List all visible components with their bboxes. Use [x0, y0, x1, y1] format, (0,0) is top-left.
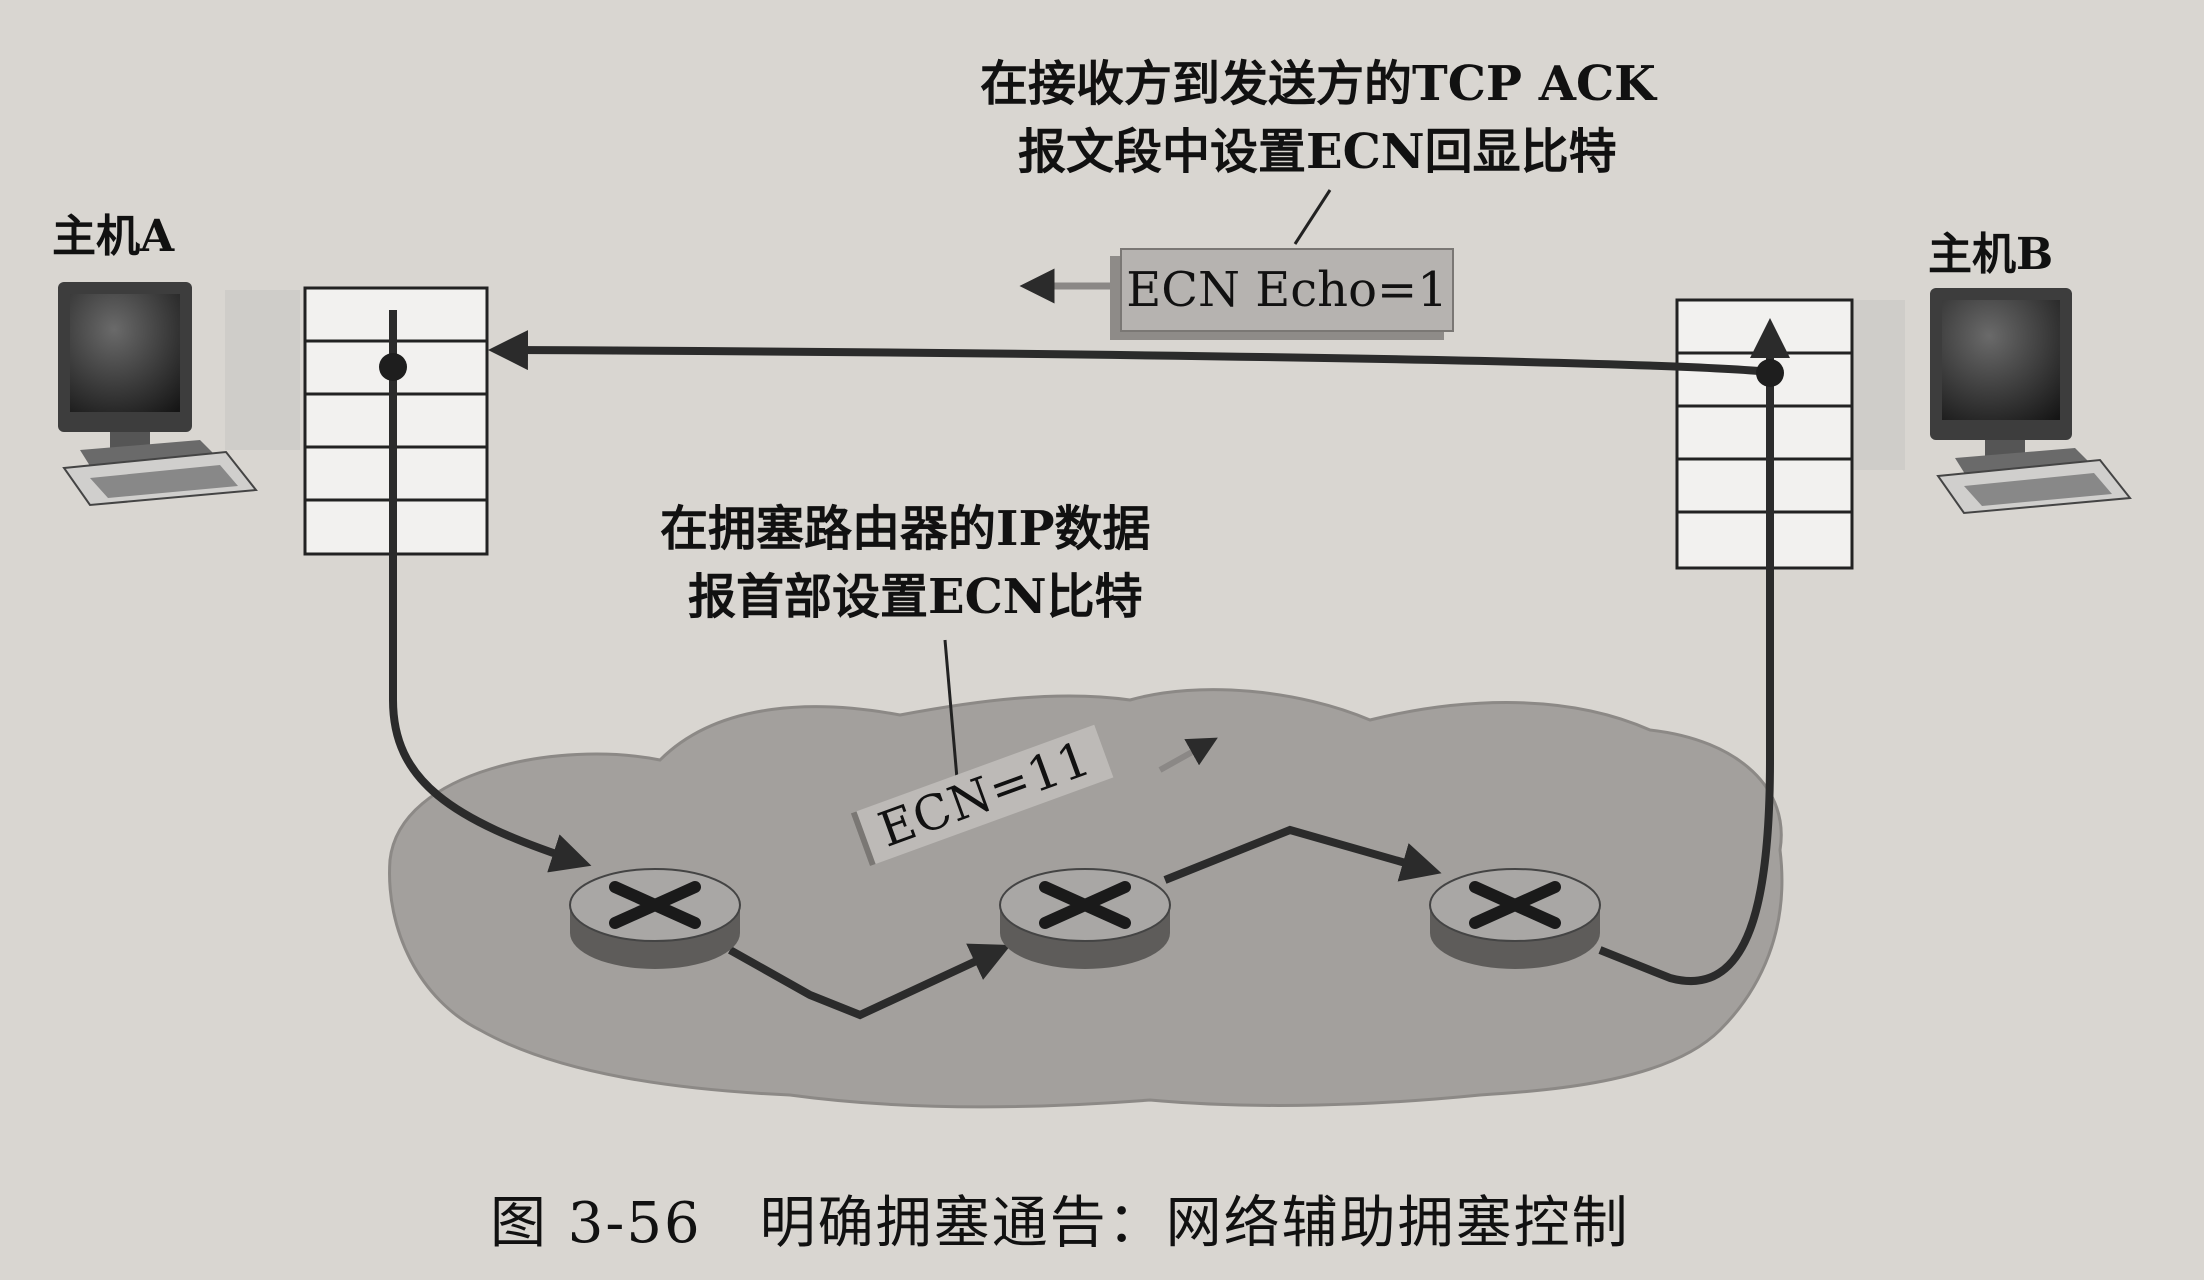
data-path-router3-to-host-b — [1598, 318, 1790, 985]
host-b-protocol-stack — [1675, 298, 1854, 570]
ack-note-leader — [1293, 189, 1332, 245]
router-mark-note: 在拥塞路由器的IP数据 报首部设置ECN比特 — [660, 495, 1220, 631]
ack-echo-note: 在接收方到发送方的TCP ACK 报文段中设置ECN回显比特 — [980, 50, 1710, 186]
host-a-computer-icon — [58, 282, 300, 507]
host-a-junction-dot — [379, 353, 407, 381]
router-mark-note-line2: 报首部设置ECN比特 — [688, 569, 1143, 625]
router-note-leader — [943, 639, 960, 791]
ecn-tag-arrow — [1158, 737, 1218, 773]
data-path-router2-to-router3 — [1163, 825, 1442, 884]
router-1-icon — [569, 868, 741, 969]
host-b-label: 主机B — [1928, 229, 2054, 280]
host-a-label: 主机A — [52, 211, 175, 262]
router-mark-note-line1: 在拥塞路由器的IP数据 — [660, 501, 1151, 557]
data-path-router1-to-router2 — [728, 943, 1011, 1020]
data-path-a-to-router1 — [389, 310, 592, 873]
router-3-icon — [1429, 868, 1601, 969]
figure-caption: 图 3-56 明确拥塞通告：网络辅助拥塞控制 — [490, 1191, 1630, 1256]
ack-echo-note-line1: 在接收方到发送方的TCP ACK — [980, 56, 1656, 112]
ack-echo-note-line2: 报文段中设置ECN回显比特 — [1018, 124, 1617, 180]
router-2-icon — [999, 868, 1171, 969]
ecn-echo-tag: ECN Echo=1 — [1120, 248, 1454, 332]
host-b-junction-dot — [1756, 359, 1784, 387]
ack-return-path — [488, 330, 1771, 376]
